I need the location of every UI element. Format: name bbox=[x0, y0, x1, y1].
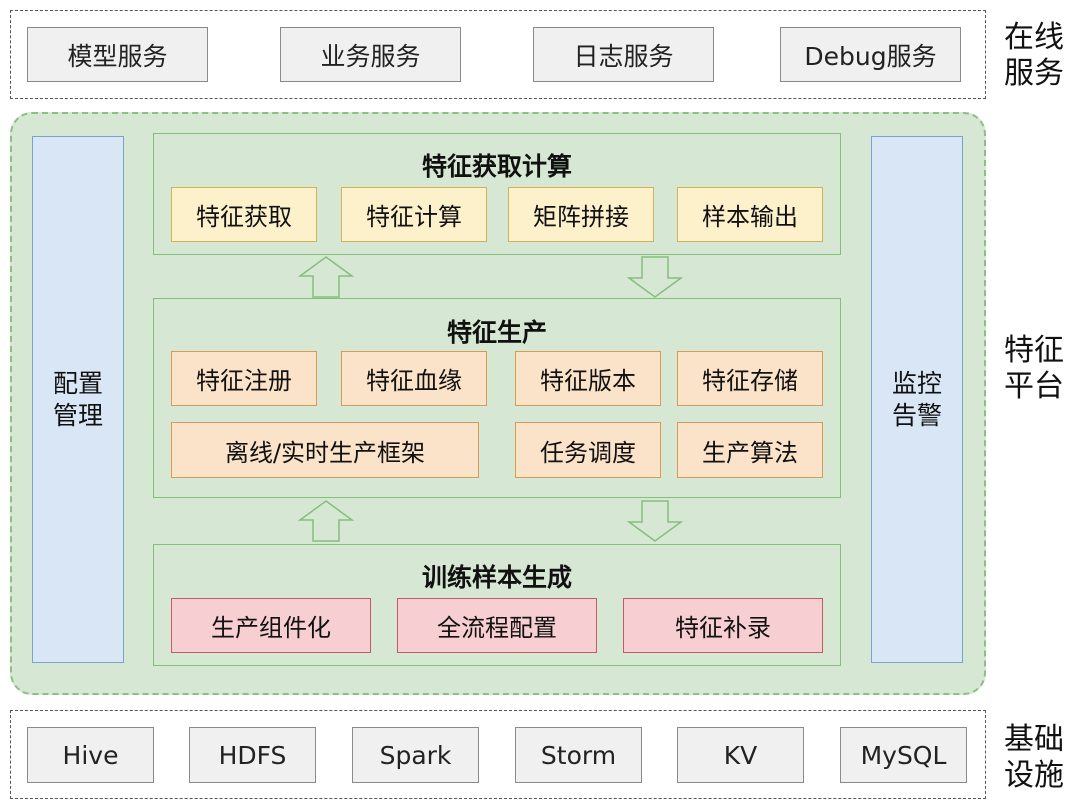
online-label-line1: 在线 bbox=[1004, 20, 1064, 55]
online-label-line2: 服务 bbox=[1004, 56, 1064, 91]
production-item-register: 特征注册 bbox=[171, 351, 317, 406]
online-service-business: 业务服务 bbox=[280, 27, 461, 82]
infra-hive: Hive bbox=[27, 727, 154, 783]
config-management-bar: 配置 管理 bbox=[32, 136, 124, 663]
feature-platform-label: 特征 平台 bbox=[1004, 333, 1074, 405]
monitor-label-line2: 告警 bbox=[891, 400, 942, 430]
training-item-backfill: 特征补录 bbox=[623, 598, 823, 653]
infra-label-line2: 设施 bbox=[1004, 758, 1064, 793]
online-service-model: 模型服务 bbox=[27, 27, 208, 82]
infra-mysql: MySQL bbox=[840, 727, 967, 783]
infra-hdfs: HDFS bbox=[189, 727, 316, 783]
infra-kv: KV bbox=[677, 727, 804, 783]
monitor-label-line1: 监控 bbox=[891, 368, 942, 398]
production-item-framework: 离线/实时生产框架 bbox=[171, 422, 479, 478]
config-label-line1: 配置 bbox=[52, 368, 103, 398]
platform-label-line1: 特征 bbox=[1004, 333, 1064, 368]
infrastructure-label: 基础 设施 bbox=[1004, 722, 1074, 794]
online-service-log: 日志服务 bbox=[533, 27, 714, 82]
infra-label-line1: 基础 bbox=[1004, 722, 1064, 757]
infra-spark: Spark bbox=[352, 727, 479, 783]
fetch-compute-title: 特征获取计算 bbox=[421, 152, 572, 181]
fetch-item-2: 特征计算 bbox=[341, 187, 487, 242]
training-title: 训练样本生成 bbox=[421, 563, 572, 592]
fetch-item-1: 特征获取 bbox=[171, 187, 317, 242]
online-service-debug: Debug服务 bbox=[780, 27, 961, 82]
production-item-algorithm: 生产算法 bbox=[677, 422, 823, 478]
config-label-line2: 管理 bbox=[52, 400, 103, 430]
production-title: 特征生产 bbox=[446, 318, 547, 347]
training-item-componentize: 生产组件化 bbox=[171, 598, 371, 653]
production-item-scheduling: 任务调度 bbox=[515, 422, 661, 478]
production-item-storage: 特征存储 bbox=[677, 351, 823, 406]
training-item-pipeline-config: 全流程配置 bbox=[397, 598, 597, 653]
up-arrow-icon bbox=[297, 500, 355, 542]
down-arrow-icon bbox=[626, 500, 684, 542]
production-item-version: 特征版本 bbox=[515, 351, 661, 406]
infra-storm: Storm bbox=[515, 727, 642, 783]
production-item-lineage: 特征血缘 bbox=[341, 351, 487, 406]
platform-label-line2: 平台 bbox=[1004, 369, 1064, 404]
fetch-item-4: 样本输出 bbox=[677, 187, 823, 242]
infrastructure-band bbox=[10, 710, 986, 799]
up-arrow-icon bbox=[297, 256, 355, 298]
online-services-label: 在线 服务 bbox=[1004, 20, 1074, 92]
down-arrow-icon bbox=[626, 256, 684, 298]
fetch-item-3: 矩阵拼接 bbox=[508, 187, 654, 242]
monitoring-alert-bar: 监控 告警 bbox=[871, 136, 963, 663]
